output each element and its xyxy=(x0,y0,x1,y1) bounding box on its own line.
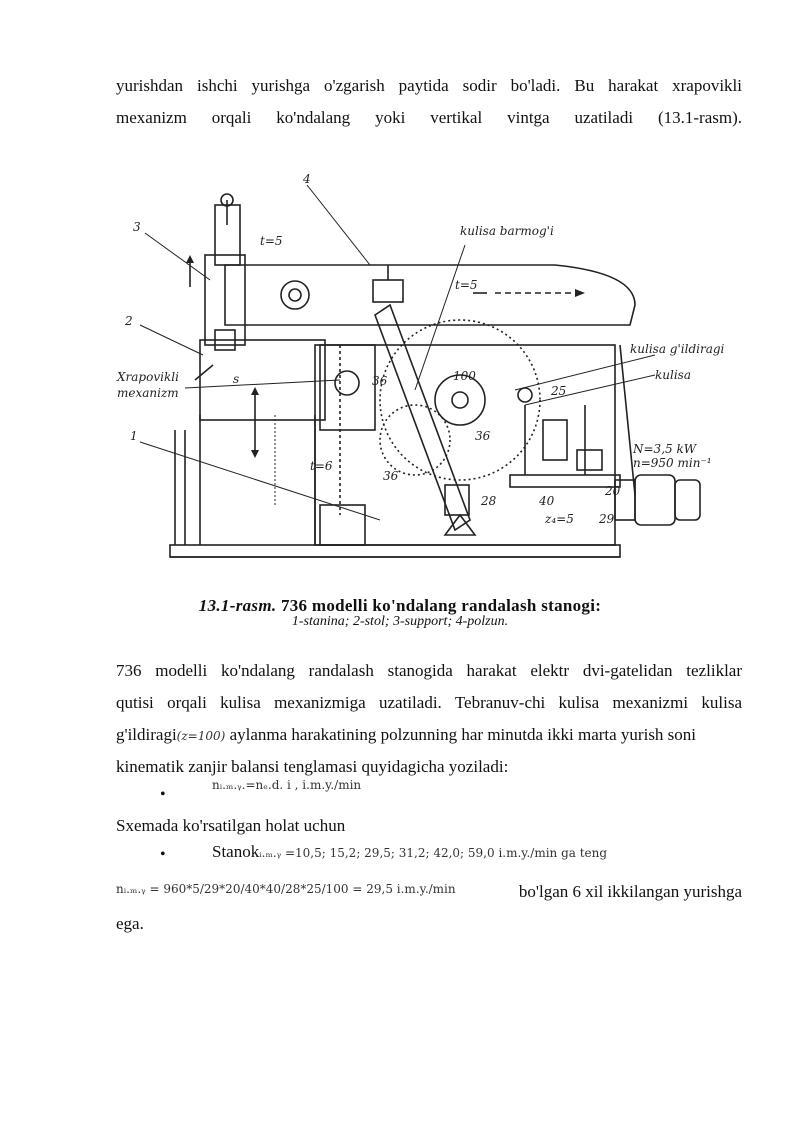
label-s: s xyxy=(233,372,239,386)
formula-balance: nᵢ.ₘ.ᵧ.=nₑ.d. i , i.m.y./min xyxy=(212,778,362,792)
intro-line-1: yurishdan ishchi yurishga o'zgarish payt… xyxy=(116,76,742,95)
label-3: 3 xyxy=(133,220,141,234)
label-z100: 100 xyxy=(453,369,476,383)
label-z29: 29 xyxy=(598,512,615,526)
body-line-4: kinematik zanjir balansi tenglamasi quyi… xyxy=(116,757,509,776)
tail-line-2: ega. xyxy=(116,914,144,933)
intro-line-2: mexanizm orqali ko'ndalang yoki vertikal… xyxy=(116,108,742,127)
label-z36-b: 36 xyxy=(475,429,491,443)
caption-title: 736 modelli ko'ndalang randalash stanogi… xyxy=(276,596,602,615)
formula-calculation: nᵢ.ₘ.ᵧ = 960*5/29*20/40*40/28*25/100 = 2… xyxy=(116,882,456,896)
tail-line: bo'lgan 6 xil ikkilangan yurishga xyxy=(518,882,742,901)
caption-number: 13.1-rasm. xyxy=(198,596,277,615)
label-1: 1 xyxy=(130,429,138,443)
label-z4: z₄=5 xyxy=(544,512,574,526)
sxema-line: Sxemada ko'rsatilgan holat uchun xyxy=(116,816,346,835)
label-z36-a: 36 xyxy=(372,374,388,388)
label-2: 2 xyxy=(124,314,133,328)
shaper-machine-diagram: 3 2 1 4 Xrapovikli mexanizm kulisa barmo… xyxy=(116,172,725,558)
label-power: N=3,5 kW xyxy=(632,442,698,456)
label-z36-c: 36 xyxy=(383,469,399,483)
stanok-line: Stanokᵢ.ₘ.ᵧ =10,5; 15,2; 29,5; 31,2; 42,… xyxy=(212,842,607,862)
label-kulisa: kulisa xyxy=(655,368,691,382)
stanok-values: ᵢ.ₘ.ᵧ =10,5; 15,2; 29,5; 31,2; 42,0; 59,… xyxy=(259,846,608,860)
label-z25: 25 xyxy=(550,384,566,398)
label-kulisa-barmogi: kulisa barmog'i xyxy=(460,224,554,238)
label-z20: 20 xyxy=(604,484,621,498)
label-rpm: n=950 min⁻¹ xyxy=(633,456,712,470)
bullet-2: • xyxy=(160,846,166,863)
inline-formula-z100: (z=100) xyxy=(176,729,226,743)
figure-caption: 13.1-rasm. 736 modelli ko'ndalang randal… xyxy=(0,596,800,616)
label-mexanizm: mexanizm xyxy=(117,386,179,400)
label-t5-head: t=5 xyxy=(260,234,283,248)
label-kulisa-gildiragi: kulisa g'ildiragi xyxy=(630,342,725,356)
bullet-1: • xyxy=(160,786,166,803)
body-line-2: qutisi orqali kulisa mexanizmiga uzatila… xyxy=(116,693,742,712)
label-t6: t=6 xyxy=(310,459,333,473)
label-4: 4 xyxy=(302,172,311,186)
label-z40: 40 xyxy=(538,494,555,508)
label-z28: 28 xyxy=(480,494,497,508)
figure-caption-sub: 1-stanina; 2-stol; 3-support; 4-polzun. xyxy=(291,614,509,629)
body-line-3-start: g'ildiragi xyxy=(116,725,177,744)
stanok-label: Stanok xyxy=(212,842,260,861)
body-line-3: g'ildiragi(z=100) aylanma harakatining p… xyxy=(116,719,742,752)
body-line-3-end: aylanma harakatining polzunning har minu… xyxy=(229,725,697,744)
label-t5-ram: t=5 xyxy=(455,278,478,292)
label-xrapovikli: Xrapovikli xyxy=(116,370,179,384)
body-line-1: 736 modelli ko'ndalang randalash stanogi… xyxy=(116,661,742,680)
